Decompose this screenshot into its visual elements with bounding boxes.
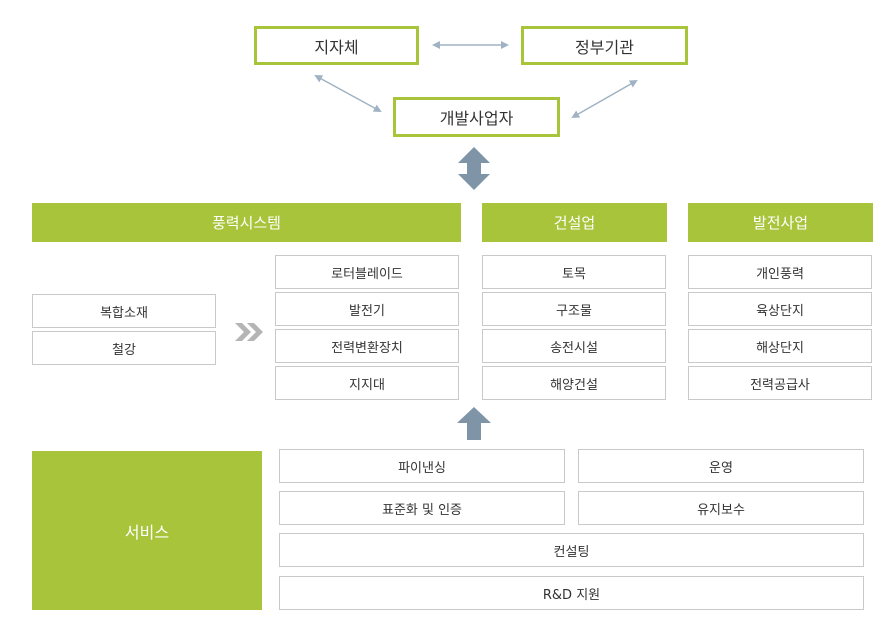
- material-item: 철강: [32, 331, 216, 365]
- local-gov-box: 지자체: [254, 26, 419, 65]
- services-label: 서비스: [124, 522, 170, 542]
- developer-box: 개발사업자: [393, 97, 560, 137]
- power-generation-item: 전력공급사: [688, 366, 872, 400]
- power-generation-header: 발전사업: [688, 203, 873, 242]
- service-item: 유지보수: [578, 491, 864, 525]
- local-gov-label: 지자체: [314, 37, 359, 57]
- services-block: 서비스: [32, 451, 262, 610]
- service-item: R&D 지원: [279, 576, 864, 610]
- construction-item: 해양건설: [482, 366, 666, 400]
- power-generation-item: 개인풍력: [688, 255, 872, 289]
- power-generation-item: 육상단지: [688, 292, 872, 326]
- central-gov-label: 정부기관: [575, 37, 634, 57]
- up-arrow-icon: [457, 407, 491, 440]
- chevron-right-icon: [235, 323, 263, 341]
- service-item: 파이낸싱: [279, 449, 565, 483]
- double-arrow-icon: [458, 147, 490, 190]
- central-gov-box: 정부기관: [521, 26, 688, 65]
- service-item: 표준화 및 인증: [279, 491, 565, 525]
- service-item: 컨설팅: [279, 533, 864, 567]
- component-item: 로터블레이드: [275, 255, 459, 289]
- material-item: 복합소재: [32, 294, 216, 328]
- construction-header: 건설업: [482, 203, 667, 242]
- construction-item: 구조물: [482, 292, 666, 326]
- power-generation-item: 해상단지: [688, 329, 872, 363]
- connector-localgov-developer: [314, 75, 382, 112]
- construction-item: 토목: [482, 255, 666, 289]
- component-item: 발전기: [275, 292, 459, 326]
- component-item: 지지대: [275, 366, 459, 400]
- construction-item: 송전시설: [482, 329, 666, 363]
- component-item: 전력변환장치: [275, 329, 459, 363]
- connector-central-developer: [571, 80, 638, 118]
- service-item: 운영: [578, 449, 864, 483]
- wind-system-header: 풍력시스템: [32, 203, 461, 242]
- developer-label: 개발사업자: [439, 109, 514, 128]
